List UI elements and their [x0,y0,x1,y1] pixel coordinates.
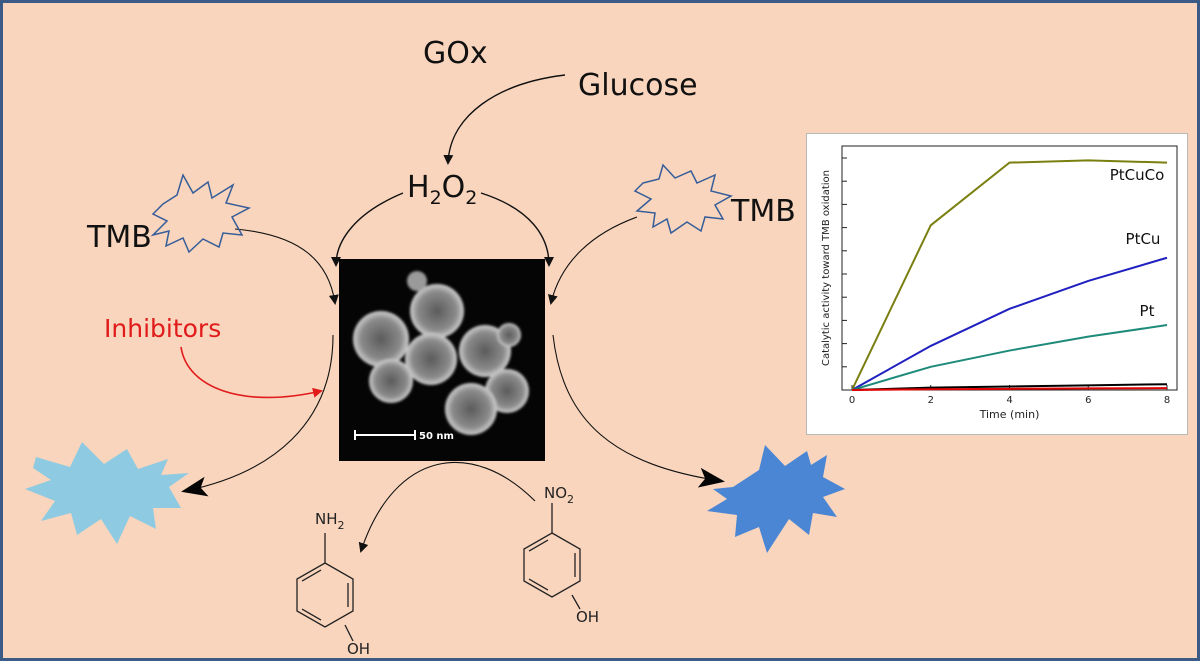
glucose-label: Glucose [578,68,698,103]
x-tick-label: 0 [849,395,855,406]
gox-label: GOx [423,36,488,71]
tmb-left-arrow [234,228,339,305]
x-tick-label: 2 [928,395,934,406]
oh-left-label: OH [347,640,370,658]
scale-bar-label: 50 nm [419,431,454,442]
tmb-right-label: TMB [731,194,796,229]
h2o2-label: H2O2 [407,170,478,209]
series-line-ptcu [851,256,1168,391]
x-tick-label: 8 [1164,395,1170,406]
reaction-diagram: NH2 OH NO2 OH [25,74,845,658]
inhibitor-arrow [180,346,323,399]
reduction-arrow [358,461,536,553]
tmb-right-arrow [547,216,638,305]
x-tick-label: 4 [1006,395,1012,406]
series-line-pt [851,324,1168,391]
series-label-pt: Pt [1140,302,1155,320]
x-axis-label: Time (min) [979,408,1040,421]
h2o2-arrow-left [331,192,404,267]
tmb-burst-icon [150,173,252,254]
series-line [851,383,1168,391]
product-right-arrow [552,334,725,488]
no2-label: NO2 [544,484,574,506]
nitrophenol-structure [523,503,581,610]
series-label-ptcu: PtCu [1126,230,1161,248]
h2o2-arrow-right [480,192,554,267]
tmb-left-label: TMB [87,220,152,255]
oh-right-label: OH [576,608,599,626]
series-line-ptcuco [851,159,1168,391]
nh2-label: NH2 [315,510,345,532]
x-tick-label: 6 [1085,395,1091,406]
series-label-ptcuco: PtCuCo [1110,166,1165,184]
oxidized-tmb-dark-burst-icon [707,445,845,553]
aminophenol-structure [296,533,354,642]
product-left-arrow [181,334,334,497]
inhibitors-label: Inhibitors [104,314,222,343]
tmb-burst-icon [633,163,734,235]
series-line [851,387,1168,391]
nanoparticle-cluster-image: 50 nm [353,271,529,442]
gox-arrow [443,74,566,165]
y-axis-label: Catalytic activity toward TMB oxidation [821,170,832,366]
oxidized-tmb-light-burst-icon [25,442,189,544]
tem-micrograph: 50 nm [339,259,545,461]
